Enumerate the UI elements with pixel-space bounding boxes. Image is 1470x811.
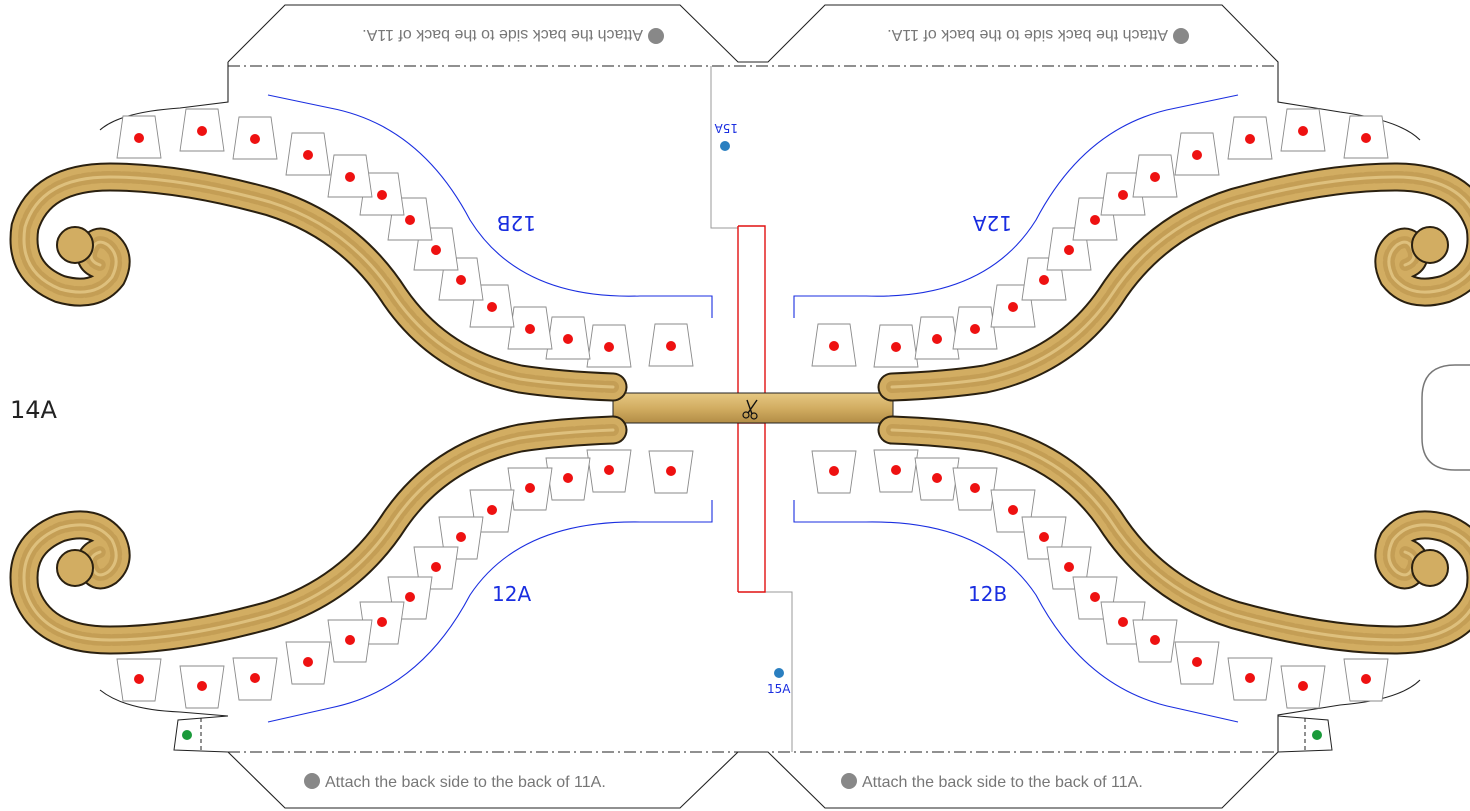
edge-tab xyxy=(1421,364,1470,471)
part-label-12a-bottom: 12A xyxy=(492,582,531,606)
side-tabs xyxy=(173,715,1333,753)
instruction-top-right: Attach the back side to the back of 11A. xyxy=(887,26,1168,43)
instruction-bottom-left: Attach the back side to the back of 11A. xyxy=(325,774,606,791)
scissors-icon xyxy=(742,399,758,420)
part-label-12b-top: 12B xyxy=(497,211,536,235)
green-dot xyxy=(1312,730,1322,740)
glue-dots xyxy=(134,126,1371,691)
part-label-12b-bottom: 12B xyxy=(968,582,1007,606)
sheet-outline xyxy=(99,4,1421,809)
blue-dot xyxy=(774,668,784,678)
grey-dot xyxy=(304,773,320,789)
instruction-top-left: Attach the back side to the back of 11A. xyxy=(362,26,643,43)
grey-dot xyxy=(1173,28,1189,44)
grey-dot xyxy=(841,773,857,789)
instruction-bottom-right: Attach the back side to the back of 11A. xyxy=(862,774,1143,791)
blue-guides xyxy=(267,94,1239,723)
green-dot xyxy=(182,730,192,740)
part-label-12a-top: 12A xyxy=(973,211,1012,235)
scroll-arms xyxy=(9,162,1470,655)
center-bar xyxy=(612,392,894,424)
tab-label-15a-bottom: 15A xyxy=(767,682,791,696)
page-label: 14A xyxy=(10,396,58,424)
tab-label-15a-top: 15A xyxy=(714,121,738,135)
center-tabs xyxy=(710,66,793,752)
blue-dot xyxy=(720,141,730,151)
grey-dot xyxy=(648,28,664,44)
